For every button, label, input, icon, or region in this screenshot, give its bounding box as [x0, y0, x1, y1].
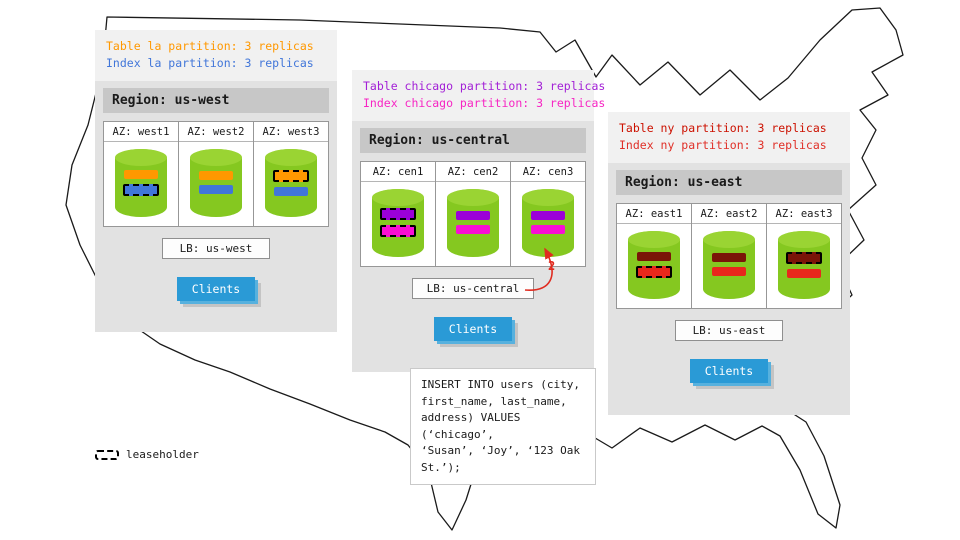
load-balancer-us-central: LB: us-central	[411, 277, 535, 299]
index-replica-bar	[380, 225, 416, 237]
database-cylinder	[115, 148, 167, 217]
index-partition-note: Index la partition: 3 replicas	[106, 56, 314, 71]
replica-bars	[447, 189, 499, 257]
table-partition-note: Table chicago partition: 3 replicas	[363, 79, 606, 93]
sql-statement-note: INSERT INTO users (city, first_name, las…	[410, 368, 596, 485]
region-title-us-west: Region: us-west	[103, 87, 329, 113]
az-label: AZ: cen2	[436, 162, 510, 182]
clients-box-west: Clients	[176, 276, 256, 301]
table-replica-bar	[273, 169, 309, 182]
clients-box-east: Clients	[689, 358, 769, 383]
table-replica-bar	[199, 171, 233, 180]
az-box-west2: AZ: west2	[178, 120, 254, 227]
az-label: AZ: east1	[617, 204, 691, 224]
load-balancer-us-east: LB: us-east	[675, 319, 783, 341]
database-cylinder	[190, 148, 242, 217]
query-routing-arrow: 2	[524, 247, 555, 291]
az-box-east3: AZ: east3	[766, 202, 842, 309]
arrow-step-label: 2	[548, 259, 555, 273]
table-replica-bar	[380, 208, 416, 220]
database-cylinder	[265, 148, 317, 217]
database-cylinder	[628, 230, 680, 299]
replica-bars	[628, 231, 680, 299]
index-replica-bar	[274, 186, 308, 196]
az-label: AZ: west2	[179, 122, 253, 142]
az-box-west1: AZ: west1	[103, 120, 179, 227]
replica-bars	[703, 231, 755, 299]
az-label: AZ: cen3	[511, 162, 585, 182]
region-panel-us-east: Table ny partition: 3 replicas Index ny …	[608, 112, 850, 415]
database-cylinder	[522, 188, 574, 257]
index-replica-bar	[787, 268, 821, 278]
arrow-path	[524, 247, 554, 291]
index-replica-bar	[123, 183, 159, 196]
table-replica-bar	[786, 251, 822, 264]
replica-bars	[190, 149, 242, 217]
az-box-cen1: AZ: cen1	[360, 160, 436, 267]
region-panel-us-central: Table chicago partition: 3 replicas Inde…	[352, 70, 606, 372]
replica-bars	[115, 149, 167, 217]
replica-bars	[265, 149, 317, 217]
index-replica-bar	[456, 225, 490, 234]
table-replica-bar	[124, 169, 158, 179]
az-row-west: AZ: west1 AZ: west2 AZ: west3	[103, 120, 329, 227]
clients-box-central: Clients	[433, 316, 513, 341]
index-partition-note: Index chicago partition: 3 replicas	[363, 96, 606, 111]
table-replica-bar	[531, 211, 565, 220]
table-partition-note: Table la partition: 3 replicas	[106, 39, 314, 53]
az-label: AZ: east3	[767, 204, 841, 224]
load-balancer-us-west: LB: us-west	[162, 237, 270, 259]
legend-label: leaseholder	[126, 448, 199, 461]
index-replica-bar	[531, 225, 565, 234]
region-panel-us-west: Table la partition: 3 replicas Index la …	[95, 30, 337, 332]
region-title-us-east: Region: us-east	[616, 169, 842, 195]
database-cylinder	[778, 230, 830, 299]
index-replica-bar	[199, 185, 233, 194]
az-label: AZ: west3	[254, 122, 328, 142]
az-label: AZ: cen1	[361, 162, 435, 182]
database-cylinder	[703, 230, 755, 299]
index-replica-bar	[636, 265, 672, 278]
index-partition-note: Index ny partition: 3 replicas	[619, 138, 827, 153]
az-label: AZ: west1	[104, 122, 178, 142]
leaseholder-swatch-icon	[95, 449, 119, 460]
region-title-us-central: Region: us-central	[360, 127, 586, 153]
replica-bars	[372, 189, 424, 257]
leaseholder-legend: leaseholder	[95, 448, 199, 461]
partition-annotation-west: Table la partition: 3 replicas Index la …	[95, 30, 337, 81]
az-box-east2: AZ: east2	[691, 202, 767, 309]
az-row-central: AZ: cen1 AZ: cen2 AZ: cen3	[360, 160, 586, 267]
replica-bars	[522, 189, 574, 257]
partition-annotation-east: Table ny partition: 3 replicas Index ny …	[608, 112, 850, 163]
az-box-east1: AZ: east1	[616, 202, 692, 309]
az-row-east: AZ: east1 AZ: east2 AZ: east3	[616, 202, 842, 309]
partition-annotation-central: Table chicago partition: 3 replicas Inde…	[352, 70, 606, 121]
table-replica-bar	[637, 251, 671, 261]
az-label: AZ: east2	[692, 204, 766, 224]
table-replica-bar	[456, 211, 490, 220]
database-cylinder	[372, 188, 424, 257]
az-box-west3: AZ: west3	[253, 120, 329, 227]
replica-bars	[778, 231, 830, 299]
table-partition-note: Table ny partition: 3 replicas	[619, 121, 827, 135]
database-cylinder	[447, 188, 499, 257]
table-replica-bar	[712, 253, 746, 262]
index-replica-bar	[712, 267, 746, 276]
